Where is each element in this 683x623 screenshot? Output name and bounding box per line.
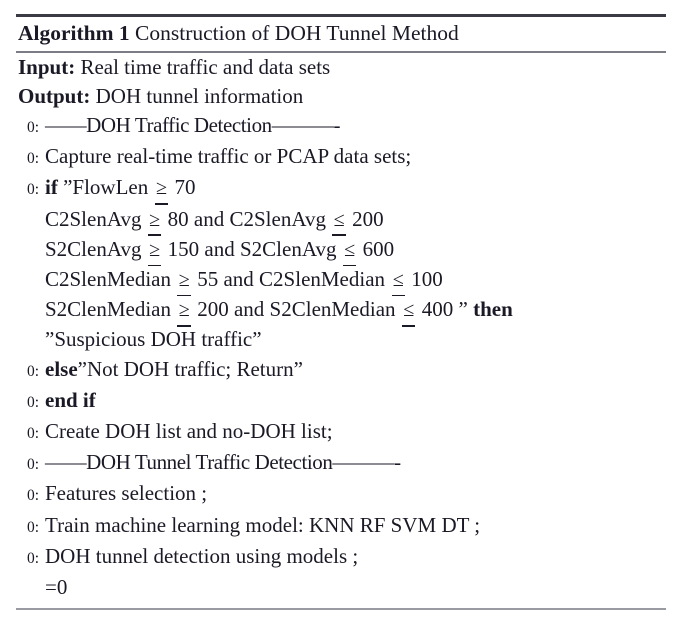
condition-lhs: S2ClenMedian	[45, 297, 171, 322]
line-number: 0:	[26, 487, 39, 505]
greater-equal-icon: ≥	[176, 266, 192, 297]
line-text: ——DOH Traffic Detection———-	[45, 113, 341, 137]
condition-conjunction: and	[233, 297, 265, 322]
condition-value-2: 400	[421, 297, 454, 322]
code-line: =0	[16, 573, 666, 602]
condition-value-1: 200	[197, 297, 229, 322]
line-text: if ”FlowLen ≥ 70	[45, 173, 666, 206]
algorithm-name: Construction of DOH Tunnel Method	[135, 21, 459, 45]
line-text: Train machine learning model: KNN RF SVM…	[45, 512, 481, 537]
line-text: Capture real-time traffic or PCAP data s…	[45, 144, 412, 169]
condition-value-1: 80	[167, 206, 189, 231]
condition-text: C2SlenMedian ≥ 55 and C2SlenMedian ≤ 100	[45, 265, 666, 297]
line-text: ”Suspicious DOH traffic”	[45, 327, 262, 352]
output-label: Output:	[18, 84, 91, 108]
condition-text: S2ClenAvg ≥ 150 and S2ClenAvg ≤ 600	[45, 235, 666, 267]
greater-equal-icon: ≥	[147, 206, 163, 237]
rule-top	[16, 14, 666, 17]
condition-value-2: 200	[352, 206, 384, 231]
condition-conjunction: and	[204, 236, 235, 261]
algorithm-label: Algorithm 1	[18, 21, 130, 45]
line-text: DOH tunnel detection using models ;	[45, 543, 359, 568]
code-line-condition: C2SlenMedian ≥ 55 and C2SlenMedian ≤ 100	[16, 265, 666, 297]
input-value: Real time traffic and data sets	[80, 55, 331, 79]
output-line: Output: DOH tunnel information	[16, 82, 666, 111]
code-line: 0: Train machine learning model: KNN RF …	[16, 511, 666, 542]
condition-lhs: S2ClenAvg	[45, 236, 142, 261]
less-equal-icon: ≤	[390, 266, 406, 297]
condition-rhs: S2ClenMedian	[269, 297, 396, 322]
line-text: ——DOH Tunnel Traffic Detection———-	[45, 450, 401, 475]
if-condition-text: ”FlowLen	[63, 175, 149, 200]
output-value: DOH tunnel information	[95, 84, 304, 108]
greater-equal-icon: ≥	[147, 236, 163, 267]
code-line: ”Suspicious DOH traffic”	[16, 325, 666, 354]
line-number: 0:	[26, 425, 39, 443]
line-number: 0:	[26, 362, 39, 380]
code-line: 0: Create DOH list and no-DOH list;	[16, 417, 666, 448]
if-operand: 70	[174, 175, 196, 200]
condition-value-1: 55	[197, 267, 219, 292]
rule-middle	[16, 51, 666, 53]
condition-value-2: 100	[411, 267, 443, 292]
greater-equal-icon: ≥	[153, 174, 169, 206]
line-text: else”Not DOH traffic; Return”	[45, 355, 666, 384]
code-line: 0: Features selection ;	[16, 479, 666, 510]
keyword-end-if: end if	[45, 387, 96, 412]
code-line-endif: 0: end if	[16, 386, 666, 417]
line-text: =0	[45, 575, 68, 600]
keyword-then: then	[473, 297, 513, 322]
condition-lhs: C2SlenAvg	[45, 206, 142, 231]
line-number: 0:	[26, 456, 39, 474]
less-equal-icon: ≤	[342, 236, 358, 267]
greater-equal-icon: ≥	[176, 296, 192, 327]
code-line: 0: ——DOH Traffic Detection———-	[16, 111, 666, 142]
condition-rhs: C2SlenMedian	[259, 267, 386, 292]
condition-text: C2SlenAvg ≥ 80 and C2SlenAvg ≤ 200	[45, 205, 666, 237]
line-number: 0:	[26, 119, 39, 136]
keyword-else: else	[45, 356, 78, 381]
keyword-if: if	[45, 175, 58, 200]
line-number: 0:	[26, 393, 39, 411]
condition-rhs: S2ClenAvg	[240, 236, 337, 261]
less-equal-icon: ≤	[401, 296, 417, 327]
code-line: 0: Capture real-time traffic or PCAP dat…	[16, 142, 666, 173]
code-line-condition-then: S2ClenMedian ≥ 200 and S2ClenMedian ≤ 40…	[16, 295, 666, 327]
line-text: Create DOH list and no-DOH list;	[45, 419, 333, 444]
condition-value-1: 150	[167, 236, 200, 261]
input-label: Input:	[18, 55, 76, 79]
condition-value-2: 600	[362, 236, 395, 261]
line-number: 0:	[26, 549, 39, 567]
condition-text: S2ClenMedian ≥ 200 and S2ClenMedian ≤ 40…	[45, 295, 666, 327]
less-equal-icon: ≤	[331, 206, 347, 237]
code-line-else: 0: else”Not DOH traffic; Return”	[16, 355, 666, 386]
line-text: Features selection ;	[45, 481, 208, 506]
condition-conjunction: and	[193, 206, 225, 231]
algorithm-title: Algorithm 1 Construction of DOH Tunnel M…	[16, 17, 666, 48]
condition-rhs: C2SlenAvg	[229, 206, 326, 231]
input-line: Input: Real time traffic and data sets	[16, 53, 666, 82]
line-number: 0:	[26, 150, 39, 168]
rule-bottom	[16, 608, 666, 611]
condition-close-quote: ”	[458, 297, 468, 322]
code-line: 0: ——DOH Tunnel Traffic Detection———-	[16, 448, 666, 479]
code-line-condition: C2SlenAvg ≥ 80 and C2SlenAvg ≤ 200	[16, 205, 666, 237]
else-text: ”Not DOH traffic; Return”	[77, 356, 303, 381]
condition-lhs: C2SlenMedian	[45, 267, 171, 292]
code-line: 0: DOH tunnel detection using models ;	[16, 542, 666, 573]
code-line-if: 0: if ”FlowLen ≥ 70	[16, 173, 666, 206]
line-number: 0:	[26, 518, 39, 536]
algorithm-block: Algorithm 1 Construction of DOH Tunnel M…	[16, 14, 666, 611]
condition-conjunction: and	[223, 267, 254, 292]
line-number: 0:	[26, 181, 39, 199]
code-line-condition: S2ClenAvg ≥ 150 and S2ClenAvg ≤ 600	[16, 235, 666, 267]
